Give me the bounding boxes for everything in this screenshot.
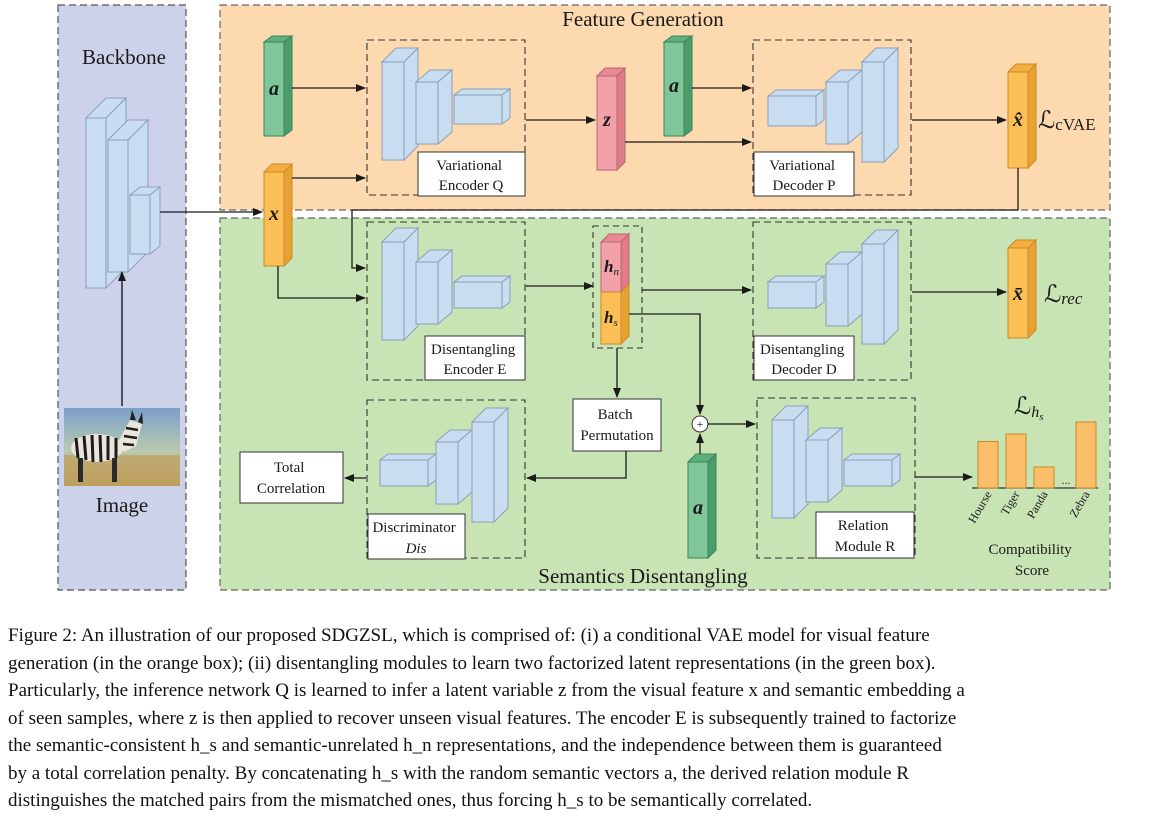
variational-decoder-label-box [753,151,855,197]
caption-line: the semantic-consistent h_s and semantic… [8,735,942,756]
caption-line: by a total correlation penalty. By conca… [8,762,909,784]
vector-x: x [262,162,294,268]
disentangling-decoder-blocks [766,228,900,346]
discriminator-box [366,399,526,559]
relation-module-blocks [770,404,902,520]
backbone-label: Backbone [82,45,166,69]
relation-module-label: Relation Module R [835,518,895,555]
arrow-hs-to-concat [629,313,704,415]
disentangling-encoder-box [366,221,526,381]
variational-decoder-label: Variational Decoder P [769,158,839,194]
caption-line: of seen samples, where z is then applied… [8,707,957,729]
variational-encoder-label-box [417,151,526,197]
arrow-xhat-to-disentangle [351,168,1019,272]
discriminator-blocks [378,406,510,524]
concat-node-symbol: + [697,417,704,431]
figure-caption: Figure 2: An illustration of our propose… [8,622,1160,815]
variational-encoder-blocks [380,46,512,162]
vector-h-s: hs [600,282,630,346]
disentangling-decoder-label: Disentangling Decoder D [760,342,848,378]
vector-a-relation: a [686,452,718,560]
discriminator-label: Discriminator Dis [372,520,459,557]
image-label: Image [96,493,148,517]
disentangling-encoder-label-box [424,335,526,381]
vector-h-n: hn [599,232,631,294]
compatibility-title: Compatibility Score [988,542,1075,579]
vector-z: z [595,66,627,172]
discriminator-label-box [367,513,466,560]
total-correlation-box [239,451,344,504]
variational-encoder-label: Variational Encoder Q [436,158,506,194]
compatibility-ellipsis: ... [1062,473,1071,487]
compatibility-bar-zebra [1075,421,1097,489]
relation-module-label-box [815,511,915,559]
sdgzsl-diagram: Backbone Feature Generation Semantics Di… [57,4,1111,591]
disentangling-encoder-label: Disentangling Encoder E [431,342,519,378]
vector-x-label: x [268,203,279,225]
caption-line: Particularly, the inference network Q is… [8,680,965,701]
semantics-disentangling-region [219,217,1111,591]
variational-decoder-blocks [766,46,900,164]
disentangling-encoder-blocks [380,226,512,342]
batch-permutation-box [572,398,662,452]
vector-a-input-label: a [269,78,279,100]
semantics-disentangling-label: Semantics Disentangling [538,564,748,588]
batch-permutation-label: Batch Permutation [580,407,654,444]
vector-h-s-label: hs [604,308,618,329]
compatibility-bar-tiger [1005,433,1027,489]
zebra-image [64,408,180,486]
compatibility-bar-panda [1033,466,1055,489]
compatibility-bar-hourse [977,441,999,489]
loss-cvae: ℒcVAE [1038,108,1096,134]
vector-x-bar: x̄ [1006,238,1038,340]
vector-h-n-label: hn [604,257,619,278]
vector-a-relation-label: a [693,497,703,519]
disentangling-decoder-label-box [753,335,855,381]
vector-a-input: a [262,35,294,137]
caption-line: generation (in the orange box); (ii) dis… [8,652,936,674]
vector-x-hat: x̂ [1006,62,1038,170]
vector-a-decoder: a [662,35,694,137]
vector-z-label: z [602,109,611,131]
vector-x-hat-label: x̂ [1012,109,1023,131]
feature-generation-label: Feature Generation [562,7,724,31]
connectors [160,84,1019,482]
loss-rec: ℒrec [1044,282,1083,308]
vector-x-bar-label: x̄ [1012,283,1023,305]
arrow-permutation-to-discriminator [526,451,627,482]
disentangling-decoder-box [752,221,912,381]
vector-a-decoder-label: a [669,75,679,97]
arrow-x-to-disentangle [277,266,366,302]
loss-hs: ℒhs [1014,394,1044,423]
total-correlation-label: Total Correlation [257,460,326,497]
caption-line: Figure 2: An illustration of our propose… [8,625,930,646]
backbone-network [84,96,162,290]
caption-line: distinguishes the matched pairs from the… [8,790,813,811]
